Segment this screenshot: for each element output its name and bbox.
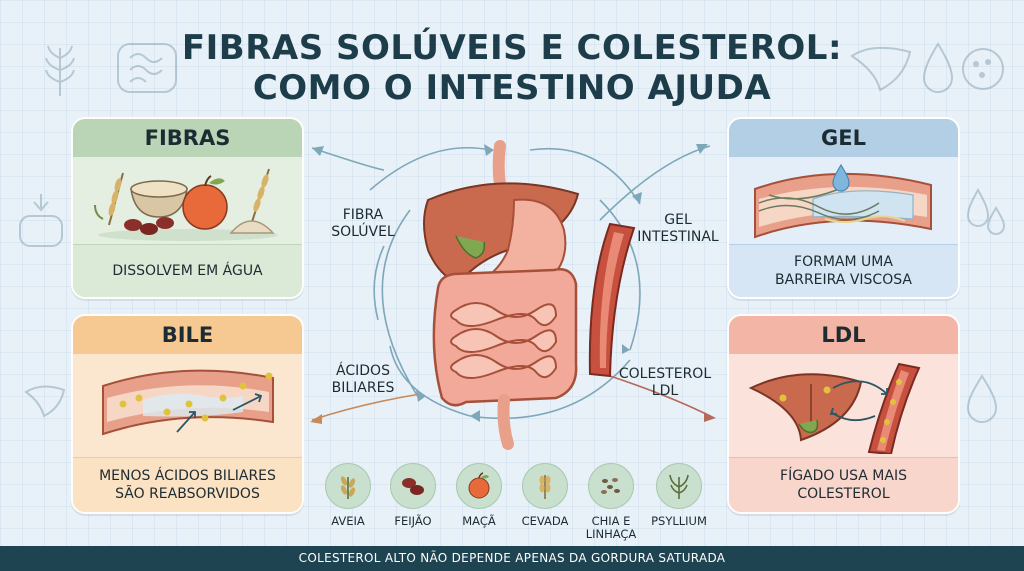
apple-icon: [456, 463, 502, 509]
card-ldl: LDL FÍGADO USA MAIS COLESTEROL: [727, 314, 960, 514]
label-gel-line-1: GEL: [664, 212, 692, 228]
bean-icon: [390, 463, 436, 509]
card-ldl-caption: FÍGADO USA MAIS COLESTEROL: [729, 457, 958, 512]
food-name-cevada: CEVADA: [521, 514, 569, 528]
psyllium-icon: [656, 463, 702, 509]
orange-arrow-head: [310, 414, 322, 424]
liver-deco-icon: [850, 46, 912, 92]
page-title: FIBRAS SOLÚVEIS E COLESTEROL: COMO O INT…: [0, 28, 1024, 108]
red-arrow-head: [704, 412, 716, 422]
label-acidos-line-1: ÁCIDOS: [336, 363, 390, 379]
fiber-foods-illustration: [94, 168, 278, 241]
card-bile-caption: MENOS ÁCIDOS BILIARES SÃO REABSORVIDOS: [73, 457, 302, 512]
food-item-psyllium: PSYLLIUM: [648, 463, 710, 528]
label-colesterol-line-1: COLESTEROL: [618, 366, 712, 382]
label-fibra-line-1: FIBRA: [342, 207, 384, 223]
food-item-aveia: AVEIA: [317, 463, 379, 528]
liver-ldl-illustration: [748, 362, 921, 454]
arrow-heads: [312, 144, 708, 422]
drops-side-deco-icon: [966, 187, 1006, 235]
food-item-cevada: CEVADA: [514, 463, 576, 528]
gel-barrier-illustration: [754, 163, 932, 239]
title-line-1: FIBRAS SOLÚVEIS E COLESTEROL:: [181, 28, 843, 68]
card-fibras-title: FIBRAS: [73, 119, 302, 157]
seeds-icon: [588, 463, 634, 509]
wheat-deco-icon: [45, 45, 75, 96]
digestive-system-diagram: [310, 140, 716, 450]
oat-icon: [325, 463, 371, 509]
label-colesterol-ldl: COLESTEROL LDL: [610, 366, 720, 400]
drop-deco-icon: [922, 42, 954, 93]
card-ldl-title: LDL: [729, 316, 958, 354]
label-acidos-biliares: ÁCIDOS BILIARES: [316, 363, 410, 397]
food-name-feijao: FEIJÃO: [394, 514, 432, 528]
card-bile-caption-line-1: MENOS ÁCIDOS BILIARES: [99, 468, 276, 484]
food-name-chia-line-2: LINHAÇA: [585, 527, 637, 541]
food-item-feijao: FEIJÃO: [382, 463, 444, 528]
card-fibras: FIBRAS DISSOLVEM EM ÁGUA: [71, 117, 304, 299]
label-fibra-line-2: SOLÚVEL: [331, 224, 395, 240]
bile-gut-illustration: [102, 369, 274, 436]
flow-arrows: [311, 145, 711, 420]
card-gel-caption-line-1: FORMAM UMA: [794, 254, 893, 270]
food-name-psyllium: PSYLLIUM: [651, 514, 707, 528]
food-item-maca: MAÇÃ: [448, 463, 510, 528]
intestine-deco-icon: [117, 43, 177, 93]
drops-side-deco-icon-2: [966, 374, 998, 423]
liver-side-deco-icon: [24, 385, 66, 418]
food-name-chia-line-1: CHIA E: [591, 514, 631, 528]
card-bile-caption-line-2: SÃO REABSORVIDOS: [115, 486, 260, 502]
card-gel-caption: FORMAM UMA BARREIRA VISCOSA: [729, 244, 958, 297]
card-gel-caption-line-2: BARREIRA VISCOSA: [775, 272, 912, 288]
food-name-maca: MAÇÃ: [462, 514, 496, 528]
card-ldl-caption-line-2: COLESTEROL: [797, 486, 890, 502]
label-gel-line-2: INTESTINAL: [637, 229, 719, 245]
label-colesterol-line-2: LDL: [651, 383, 679, 399]
label-acidos-line-2: BILIARES: [331, 380, 395, 396]
cell-deco-icon: [962, 48, 1004, 90]
food-item-chia: CHIA E LINHAÇA: [580, 463, 642, 541]
title-line-2: COMO O INTESTINO AJUDA: [252, 68, 772, 108]
card-gel: GEL FORMAM UMA BARREIRA VISCOSA: [727, 117, 960, 299]
intestine-side-deco-icon: [19, 194, 63, 247]
card-gel-title: GEL: [729, 119, 958, 157]
footer-banner: COLESTEROL ALTO NÃO DEPENDE APENAS DA GO…: [0, 546, 1024, 571]
small-intestine-shape: [450, 302, 558, 379]
orange-arrow: [311, 393, 421, 421]
label-gel-intestinal: GEL INTESTINAL: [626, 212, 730, 246]
card-bile: BILE MENOS ÁCIDOS BILIARES SÃO REABSORVI…: [71, 314, 304, 514]
food-name-aveia: AVEIA: [331, 514, 365, 528]
card-bile-title: BILE: [73, 316, 302, 354]
card-ldl-caption-line-1: FÍGADO USA MAIS: [780, 468, 907, 484]
gallbladder-shape: [455, 235, 486, 259]
label-fibra-soluvel: FIBRA SOLÚVEL: [318, 207, 408, 241]
barley-icon: [522, 463, 568, 509]
red-arrow: [609, 375, 711, 417]
food-name-chia: CHIA E LINHAÇA: [580, 515, 642, 541]
card-fibras-caption: DISSOLVEM EM ÁGUA: [73, 244, 302, 297]
